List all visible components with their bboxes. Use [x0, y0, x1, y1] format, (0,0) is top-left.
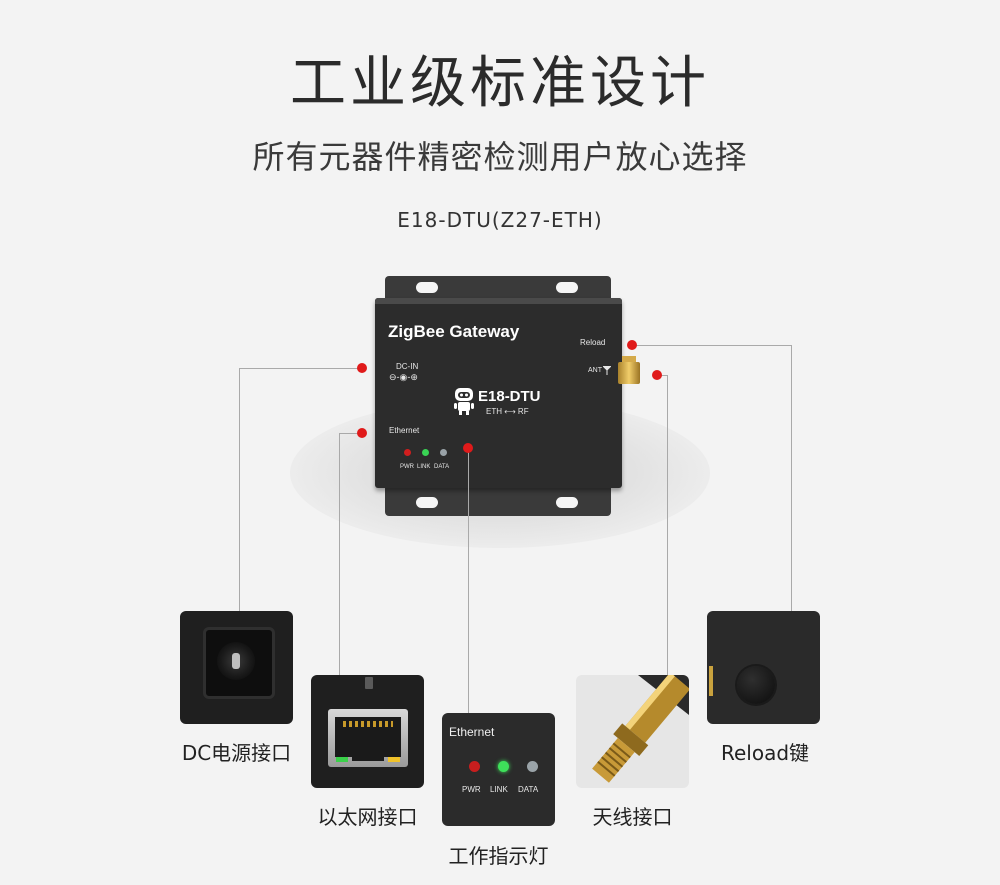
callout-line-reload: [791, 345, 792, 612]
led-label-link: LINK: [417, 464, 431, 470]
indicator-link-led: [498, 761, 509, 772]
pwr-led: [404, 449, 411, 456]
sma-connector-icon: [592, 675, 689, 783]
callout-dot-dc: [357, 363, 367, 373]
reload-label: Reload: [580, 338, 606, 347]
mount-slot: [556, 282, 578, 293]
indicator-label-link: LINK: [490, 785, 508, 794]
indicator-panel-title: Ethernet: [449, 725, 495, 739]
mount-slot: [416, 282, 438, 293]
led-label-data: DATA: [434, 464, 450, 470]
antenna-icon: [603, 366, 611, 375]
dc-jack-closeup: [180, 611, 293, 724]
callout-line-reload: [632, 345, 792, 346]
callout-line-antenna: [667, 375, 668, 675]
indicator-caption: 工作指示灯: [448, 844, 549, 868]
reload-caption: Reload键: [720, 741, 810, 765]
callout-line-dc: [239, 368, 240, 612]
gateway-device: [375, 298, 622, 488]
ethernet-caption: 以太网接口: [317, 805, 418, 829]
indicator-panel-closeup: Ethernet PWR LINK DATA: [442, 713, 555, 826]
device-brand-sub: ETH ⟷ RF: [486, 407, 529, 416]
ant-label: ANT: [588, 367, 602, 374]
antenna-caption: 天线接口: [592, 805, 673, 829]
callout-line-indicator: [468, 448, 469, 713]
antenna-closeup: [576, 675, 689, 788]
dc-caption: DC电源接口: [181, 741, 292, 765]
model-number: E18-DTU(Z27-ETH): [397, 208, 603, 232]
indicator-pwr-led: [469, 761, 480, 772]
page-title: 工业级标准设计: [290, 51, 710, 116]
reload-button-closeup: [707, 611, 820, 724]
ethernet-port-closeup: [311, 675, 424, 788]
antenna-connector-tip: [622, 356, 636, 362]
callout-line-antenna: [658, 375, 668, 376]
callout-dot-ethernet: [357, 428, 367, 438]
ethernet-label: Ethernet: [389, 426, 420, 435]
callout-dot-antenna: [652, 370, 662, 380]
antenna-connector: [618, 362, 640, 384]
callout-line-ethernet: [339, 433, 340, 675]
device-name: ZigBee Gateway: [388, 322, 520, 341]
mount-slot: [416, 497, 438, 508]
data-led: [440, 449, 447, 456]
callout-dot-reload: [627, 340, 637, 350]
device-top-edge: [375, 298, 622, 304]
link-led: [422, 449, 429, 456]
page-subtitle: 所有元器件精密检测用户放心选择: [252, 138, 748, 176]
robot-logo-icon: [454, 388, 474, 415]
led-label-pwr: PWR: [400, 464, 414, 470]
device-brand: E18-DTU: [478, 388, 541, 405]
callout-line-dc: [239, 368, 363, 369]
mount-slot: [556, 497, 578, 508]
indicator-label-data: DATA: [518, 785, 539, 794]
indicator-label-pwr: PWR: [462, 785, 481, 794]
dc-polarity-icon: ⊖-◉-⊕: [389, 372, 418, 382]
indicator-data-led: [527, 761, 538, 772]
callout-dot-indicator: [463, 443, 473, 453]
reload-button: [737, 666, 775, 704]
callout-line-ethernet: [339, 433, 363, 434]
dc-in-label: DC-IN: [396, 362, 419, 371]
